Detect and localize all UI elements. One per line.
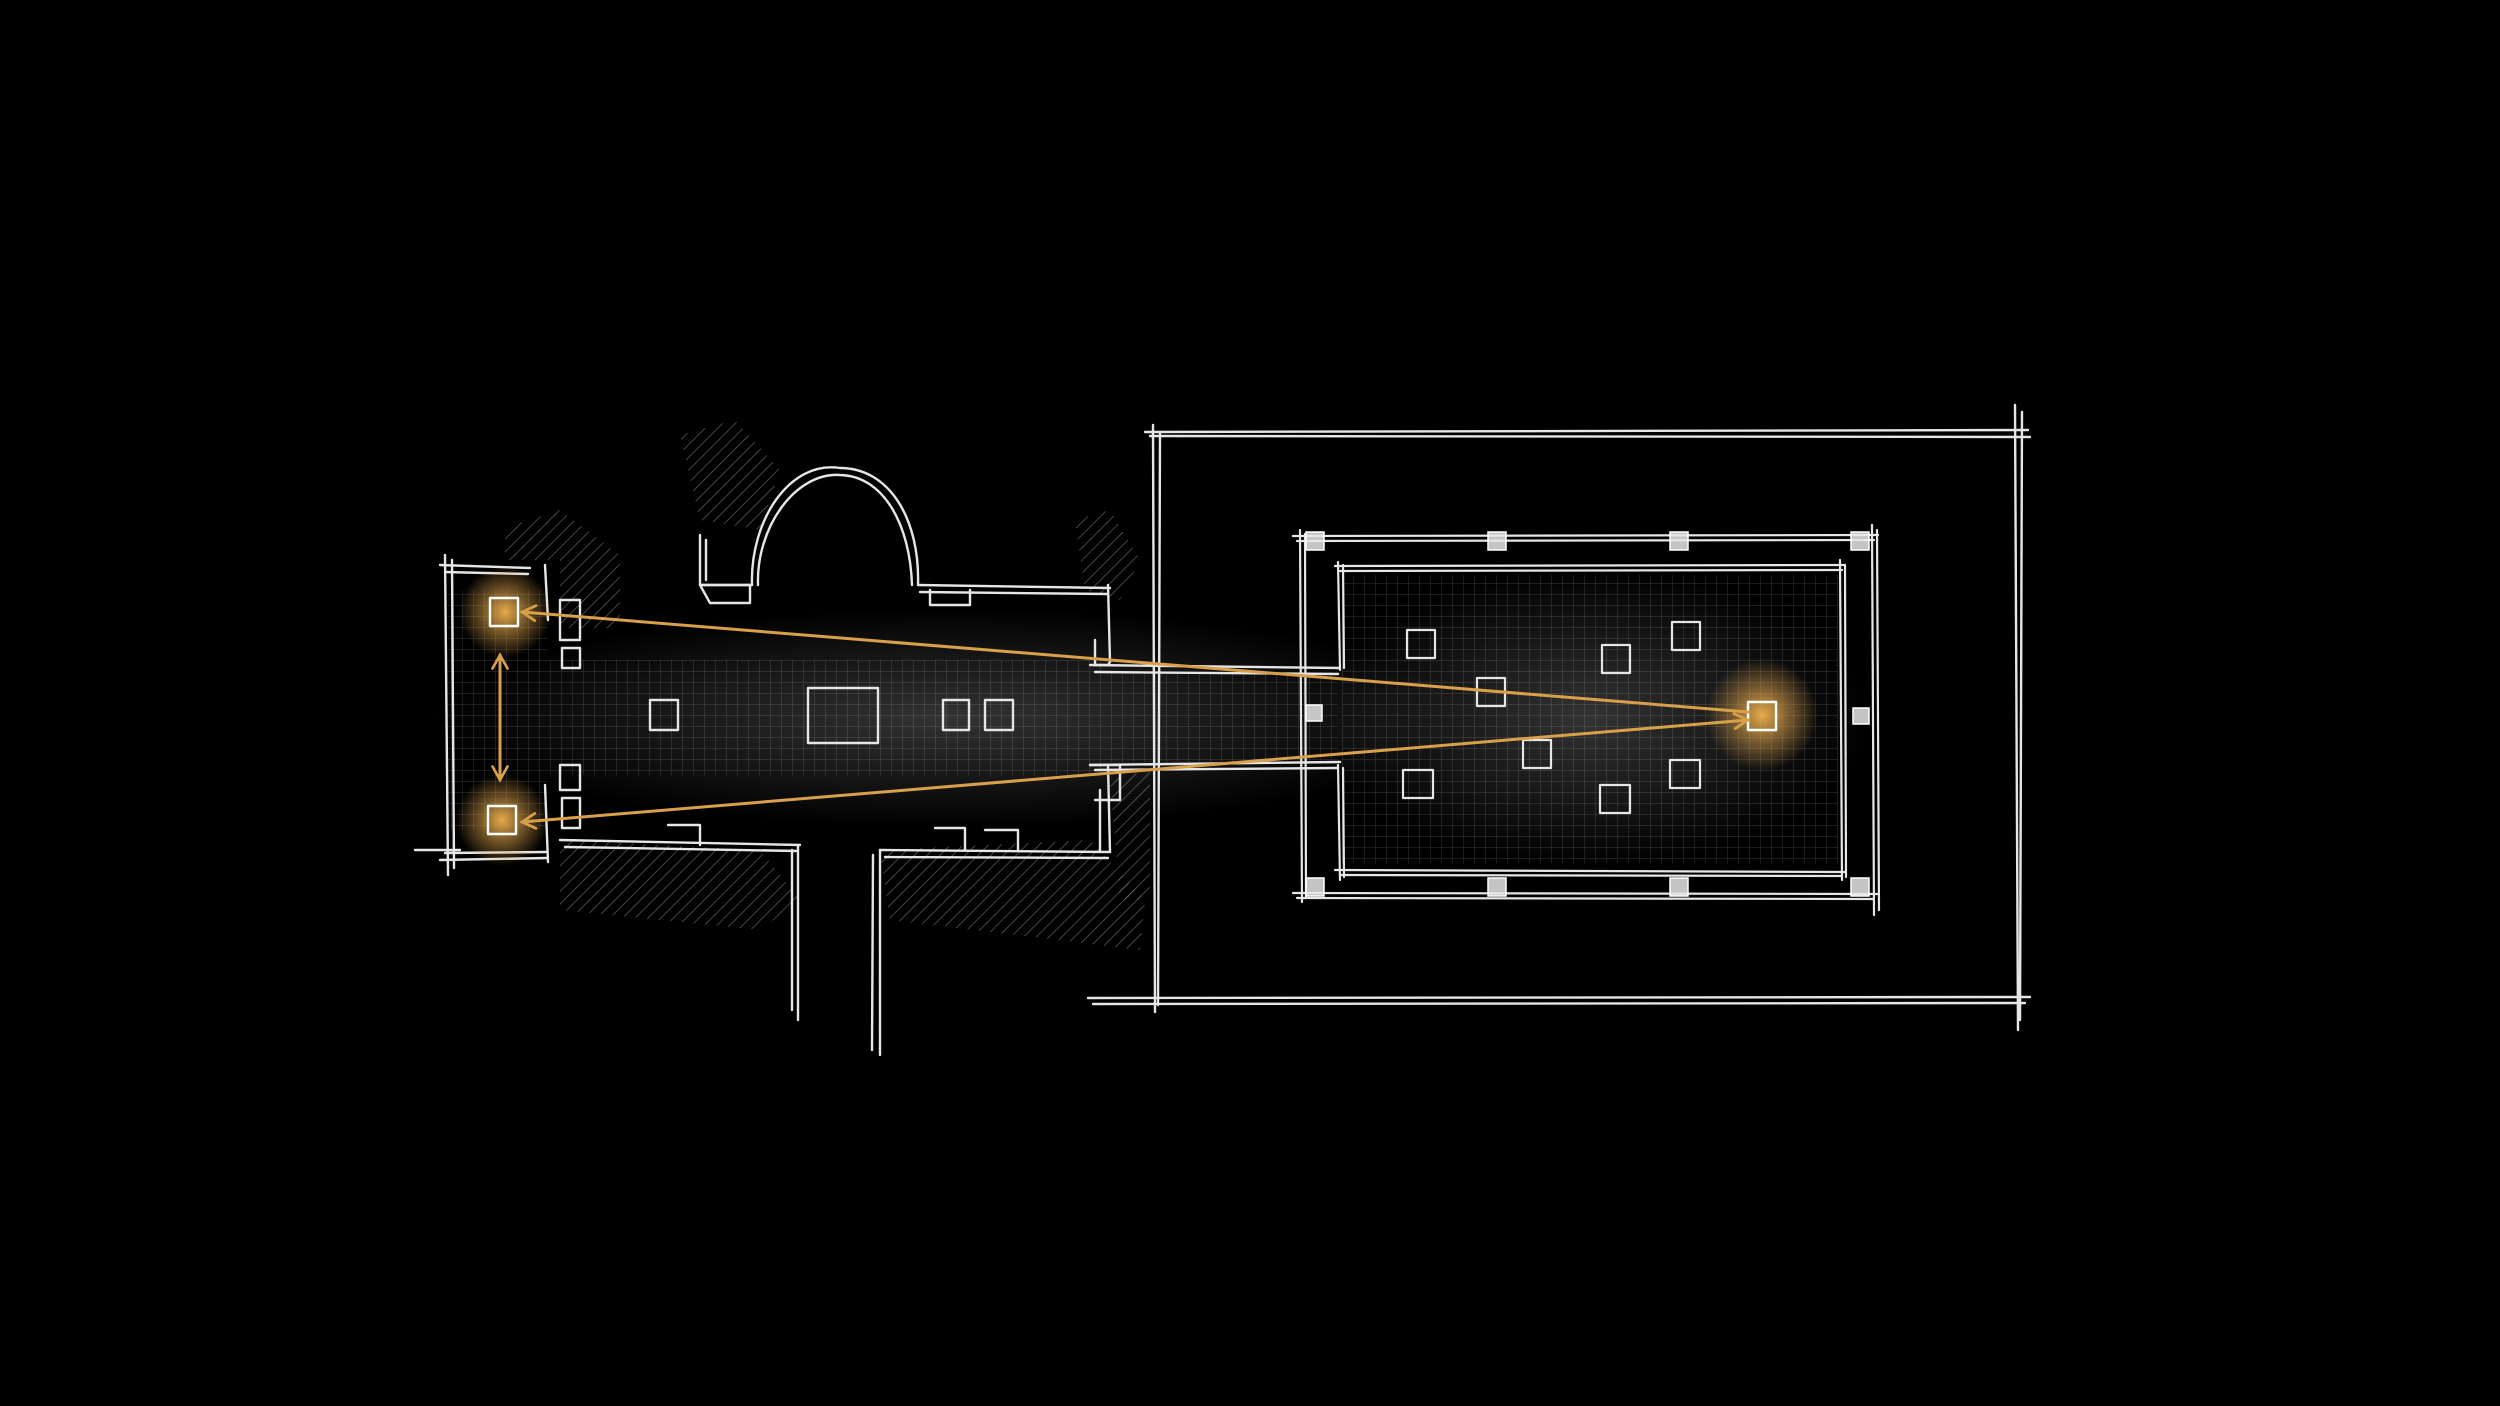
pier <box>1670 620 1702 652</box>
pier <box>1405 628 1437 660</box>
column <box>1850 877 1870 897</box>
column <box>1305 531 1325 551</box>
column <box>1669 877 1689 897</box>
sight-line-lower <box>519 712 1751 830</box>
column <box>1852 707 1870 725</box>
pier <box>1600 643 1632 675</box>
west-pier-lower <box>486 804 518 836</box>
column <box>1305 877 1325 897</box>
sight-line-upper <box>519 604 1750 714</box>
column <box>1305 704 1323 722</box>
west-pier-upper <box>488 596 520 628</box>
column <box>1487 877 1507 897</box>
focal-piers <box>486 596 1778 836</box>
west-upper-glow <box>459 566 551 658</box>
sight-lines <box>491 604 1751 830</box>
column <box>1669 531 1689 551</box>
east-focal-glow <box>1706 659 1818 771</box>
column <box>1487 531 1507 551</box>
colonnade-columns <box>1305 531 1870 897</box>
column <box>1850 531 1870 551</box>
wall-poche-hatching <box>505 420 1150 950</box>
